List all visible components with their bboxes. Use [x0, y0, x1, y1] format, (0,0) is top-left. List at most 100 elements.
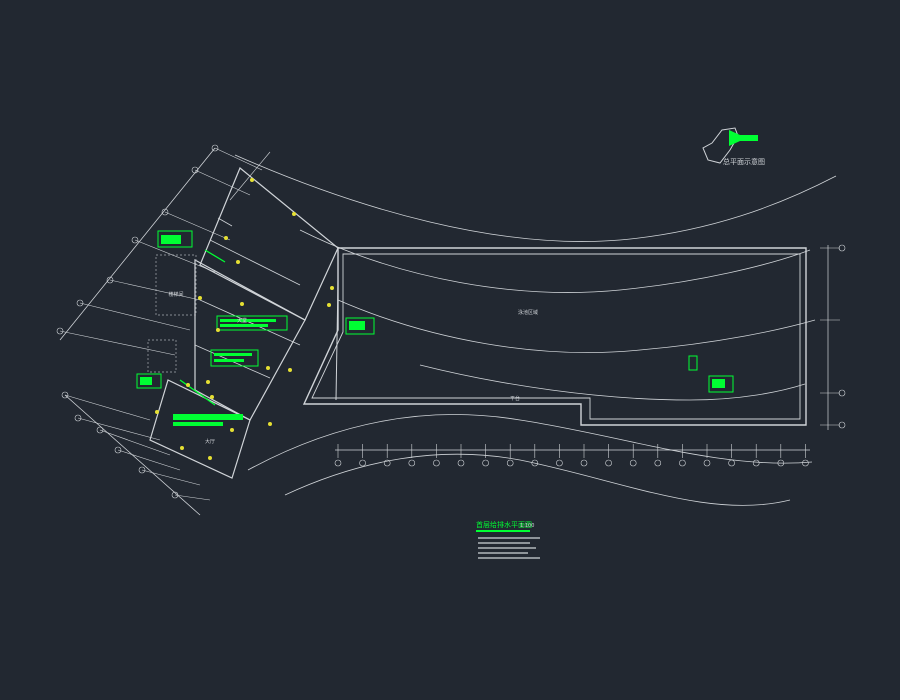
- stair-hatch: [147, 339, 177, 373]
- building-wall-outer: [302, 247, 807, 426]
- fixture-marker: [180, 446, 184, 450]
- room-label-lobby: 大堂: [237, 317, 247, 324]
- grid-bubble-icon: [752, 459, 760, 467]
- grid-bubble-icon: [61, 391, 69, 399]
- grid-bubble-icon: [161, 208, 169, 216]
- fixture-marker: [224, 236, 228, 240]
- grid-axis-line: [109, 279, 201, 301]
- grid-bubble-icon: [106, 276, 114, 284]
- fixture-marker: [236, 260, 240, 264]
- left-grid-axes: [56, 144, 271, 356]
- fixture-marker: [266, 366, 270, 370]
- fixture-marker: [186, 383, 190, 387]
- annotation-fill: [214, 353, 252, 356]
- grid-bubble-icon: [408, 459, 416, 467]
- grid-bubble-icon: [703, 459, 711, 467]
- annotation-tag: [157, 230, 193, 248]
- grid-bubble-icon: [531, 459, 539, 467]
- grid-bubble-icon: [96, 426, 104, 434]
- grid-bubble-icon: [114, 446, 122, 454]
- grid-bubble-icon: [131, 236, 139, 244]
- partition-line: [335, 279, 339, 401]
- room-label-pool-area: 泳池区域: [518, 309, 538, 316]
- fixture-marker: [250, 178, 254, 182]
- grid-bubble-icon: [838, 421, 846, 429]
- grid-dimension-line: [64, 394, 201, 516]
- fixture-marker: [288, 368, 292, 372]
- annotation-fill: [161, 235, 181, 244]
- fixture-marker: [268, 422, 272, 426]
- grid-bubble-icon: [383, 459, 391, 467]
- fixture-marker: [292, 212, 296, 216]
- plan-scale: 1:100: [520, 523, 534, 529]
- annotation-tag: [210, 349, 259, 367]
- fixture-marker: [230, 428, 234, 432]
- fixture-marker: [208, 456, 212, 460]
- contour-line: [337, 299, 816, 353]
- annotation-fill: [712, 379, 725, 388]
- contour-line: [419, 364, 806, 401]
- grid-bubble-icon: [433, 459, 440, 467]
- grid-bubble-icon: [74, 414, 82, 422]
- annotation-fill: [349, 321, 365, 330]
- annotation-fill: [140, 377, 152, 385]
- grid-axis-line: [64, 394, 151, 421]
- room-label-deck: 平台: [510, 395, 520, 402]
- orientation-arrow-icon: [729, 130, 758, 146]
- contour-line: [247, 414, 813, 471]
- annotation-fill: [220, 319, 276, 322]
- grid-bubble-icon: [838, 389, 846, 397]
- annotation-fill: [220, 324, 268, 327]
- fixture-markers: [155, 178, 334, 460]
- wing-outline-3: [149, 379, 251, 479]
- grid-bubble-icon: [211, 144, 219, 152]
- grid-bubble-icon: [482, 459, 489, 467]
- grid-bubble-icon: [802, 459, 809, 467]
- annotation-blocks: [136, 230, 734, 426]
- room-label-hall: 大厅: [205, 438, 215, 445]
- grid-bubble-icon: [654, 459, 662, 467]
- grid-axis-line: [174, 494, 211, 501]
- grid-bubble-icon: [679, 459, 686, 467]
- fixture-marker: [216, 328, 220, 332]
- wing-bay-lines: [194, 217, 301, 379]
- grid-bubble-icon: [359, 459, 366, 467]
- fixture-marker: [198, 296, 202, 300]
- grid-axis-line: [117, 449, 181, 471]
- grid-bubble-icon: [728, 459, 735, 467]
- grid-axis-line: [59, 330, 176, 356]
- building-outline: [302, 247, 807, 426]
- grid-dimension-line: [59, 147, 216, 341]
- grid-bubble-icon: [629, 459, 637, 467]
- contour-line: [234, 154, 837, 242]
- grid-bubble-icon: [838, 244, 846, 252]
- building-wall-inner: [311, 253, 801, 420]
- grid-bubble-icon: [580, 459, 588, 467]
- annotation-tag: [136, 373, 162, 389]
- grid-bubble-icon: [457, 459, 465, 467]
- grid-axis-line: [77, 417, 161, 441]
- right-dimension-string: [820, 244, 846, 430]
- grid-axis-line: [214, 147, 263, 171]
- key-plan: 总平面示意图: [702, 127, 765, 166]
- key-plan-label: 总平面示意图: [723, 157, 765, 166]
- stair-hatch: [155, 254, 197, 316]
- annotation-fill: [214, 359, 244, 362]
- annotation-fill: [173, 422, 223, 426]
- bottom-left-grid-axes: [61, 391, 211, 516]
- room-label-stair: 楼梯间: [168, 291, 183, 298]
- key-plan-outline-icon: [702, 127, 739, 164]
- bottom-dimension-string: [334, 444, 810, 467]
- pipe-run: [179, 249, 226, 406]
- contour-line: [284, 453, 791, 506]
- grid-bubble-icon: [605, 459, 612, 467]
- fixture-marker: [327, 303, 331, 307]
- fixture-marker: [155, 410, 159, 414]
- fixture-marker: [210, 395, 214, 399]
- annotation-tag: [708, 375, 734, 393]
- fixture-marker: [206, 380, 210, 384]
- grid-axis-line: [164, 211, 231, 241]
- annotation-fill: [173, 414, 243, 420]
